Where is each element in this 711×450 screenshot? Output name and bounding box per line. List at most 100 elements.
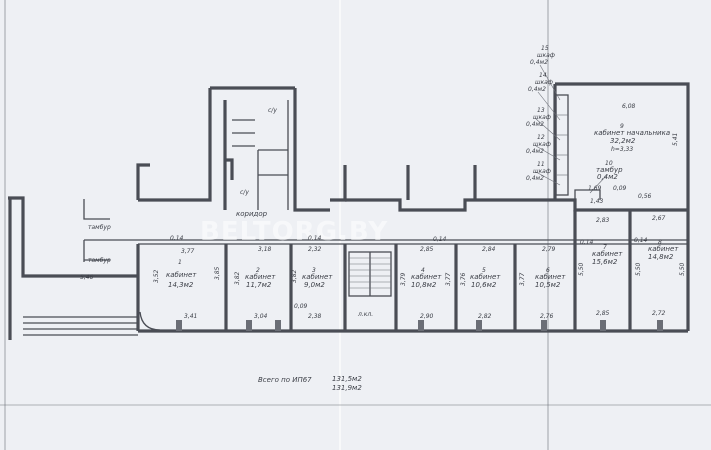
- svg-text:2,82: 2,82: [478, 313, 492, 320]
- svg-text:шкаф: шкаф: [535, 79, 553, 86]
- top-wall-left: [138, 88, 212, 202]
- svg-text:2,67: 2,67: [652, 215, 666, 222]
- vestibule-label: тамбур: [88, 224, 111, 231]
- svg-text:кабинет: кабинет: [648, 245, 679, 253]
- leader-line: [535, 145, 561, 161]
- svg-text:шкаф: шкаф: [533, 141, 551, 148]
- room-10-label: 10 тамбур 0,4м2: [596, 160, 623, 181]
- svg-text:1,69: 1,69: [588, 185, 602, 192]
- closets: [555, 94, 601, 200]
- svg-text:2,76: 2,76: [540, 313, 554, 320]
- svg-text:7: 7: [603, 244, 607, 251]
- svg-text:12: 12: [537, 134, 545, 141]
- leader-line: [539, 64, 561, 101]
- svg-text:3,52: 3,52: [153, 269, 160, 283]
- svg-text:3,82: 3,82: [291, 269, 298, 283]
- svg-text:14: 14: [539, 72, 547, 79]
- svg-text:1,43: 1,43: [590, 198, 604, 205]
- svg-text:2,90: 2,90: [420, 313, 434, 320]
- stairs-label: л.кл.: [357, 311, 373, 318]
- svg-text:4: 4: [421, 267, 425, 274]
- svg-text:кабинет: кабинет: [535, 273, 566, 281]
- leader-line: [535, 118, 561, 141]
- svg-text:шкаф: шкаф: [533, 168, 551, 175]
- door: [657, 320, 663, 331]
- svg-text:кабинет: кабинет: [302, 273, 333, 281]
- room-3-label: 3 кабинет 9,0м2: [302, 267, 333, 289]
- door: [246, 320, 252, 331]
- svg-text:15: 15: [541, 45, 549, 52]
- corridor-label: коридор: [236, 210, 268, 218]
- wc-label: с/у: [240, 189, 249, 196]
- svg-text:0,14: 0,14: [580, 239, 594, 246]
- svg-text:3,79: 3,79: [400, 272, 407, 286]
- room-5-label: 5 кабинет 10,6м2: [470, 267, 501, 289]
- svg-text:0,4м2: 0,4м2: [528, 86, 546, 93]
- svg-text:10: 10: [605, 160, 613, 167]
- wc-right-wall: [293, 88, 330, 212]
- svg-text:3,77: 3,77: [181, 248, 195, 255]
- watermark: BELTORG.BY: [200, 217, 388, 247]
- svg-text:10,6м2: 10,6м2: [471, 281, 497, 289]
- leader-line: [589, 174, 608, 194]
- room-4-label: 4 кабинет 10,8м2: [411, 267, 442, 289]
- svg-text:13: 13: [537, 107, 545, 114]
- svg-text:3,77: 3,77: [445, 272, 452, 286]
- closet-12-label: 12 шкаф 0,4м2: [526, 134, 551, 155]
- svg-text:8: 8: [658, 239, 662, 246]
- svg-text:2,85: 2,85: [420, 246, 434, 253]
- closet-13-label: 13 шкаф 0,4м2: [526, 107, 551, 128]
- svg-text:2,79: 2,79: [542, 246, 556, 253]
- svg-text:11: 11: [537, 161, 545, 168]
- leader-line: [535, 171, 561, 186]
- svg-text:5: 5: [482, 267, 486, 274]
- svg-text:2,32: 2,32: [308, 246, 322, 253]
- svg-text:2,85: 2,85: [596, 310, 610, 317]
- svg-text:шкаф: шкаф: [537, 52, 555, 59]
- svg-text:0,09: 0,09: [613, 185, 627, 192]
- svg-text:2,72: 2,72: [652, 310, 666, 317]
- left-annex: [8, 196, 138, 340]
- svg-text:кабинет: кабинет: [470, 273, 501, 281]
- svg-text:0,4м2: 0,4м2: [530, 59, 548, 66]
- top-wall-right: [555, 82, 690, 100]
- svg-text:5,50: 5,50: [578, 262, 585, 276]
- top-wall-mid2: [345, 198, 555, 212]
- svg-text:0,09: 0,09: [294, 303, 308, 310]
- totals: Всего по ИП67 131,5м2 131,9м2: [258, 375, 362, 392]
- vestibule-label: тамбур: [88, 257, 111, 264]
- svg-text:тамбур: тамбур: [596, 166, 623, 174]
- svg-text:14,3м2: 14,3м2: [168, 281, 194, 289]
- svg-text:3,77: 3,77: [519, 272, 526, 286]
- svg-text:0,14: 0,14: [308, 235, 322, 242]
- top-wall-right2: [555, 198, 688, 212]
- svg-text:5,41: 5,41: [672, 133, 679, 146]
- svg-text:2,38: 2,38: [308, 313, 322, 320]
- svg-text:0,56: 0,56: [638, 193, 652, 200]
- closet-14-label: 14 шкаф 0,4м2: [528, 72, 553, 93]
- svg-text:3: 3: [312, 267, 316, 274]
- svg-text:3,76: 3,76: [460, 272, 467, 286]
- door: [600, 320, 606, 331]
- svg-text:0,14: 0,14: [433, 236, 447, 243]
- svg-text:Всего по ИП67: Всего по ИП67: [258, 376, 312, 384]
- svg-text:3,04: 3,04: [254, 313, 268, 320]
- room-8-label: 8 кабинет 14,8м2: [648, 239, 679, 261]
- svg-text:5,50: 5,50: [679, 262, 686, 276]
- svg-text:h=3,33: h=3,33: [611, 146, 633, 153]
- room-1-label: 1 кабинет 14,3м2: [166, 259, 197, 289]
- svg-text:0,14: 0,14: [634, 237, 648, 244]
- svg-text:3,85: 3,85: [214, 266, 221, 280]
- room-6-label: 6 кабинет 10,5м2: [535, 267, 566, 289]
- svg-text:6,08: 6,08: [622, 103, 636, 110]
- top-wall-mid: [330, 165, 347, 202]
- svg-text:кабинет: кабинет: [166, 271, 197, 279]
- dimensions: 0,14 3,77 3,18 0,14 2,32 2,85 0,14 2,84 …: [80, 103, 686, 320]
- svg-text:0,4м2: 0,4м2: [597, 173, 618, 181]
- door: [541, 320, 547, 331]
- svg-text:кабинет: кабинет: [245, 273, 276, 281]
- svg-text:кабинет: кабинет: [592, 250, 623, 258]
- svg-text:2,83: 2,83: [596, 217, 610, 224]
- svg-text:шкаф: шкаф: [533, 114, 551, 121]
